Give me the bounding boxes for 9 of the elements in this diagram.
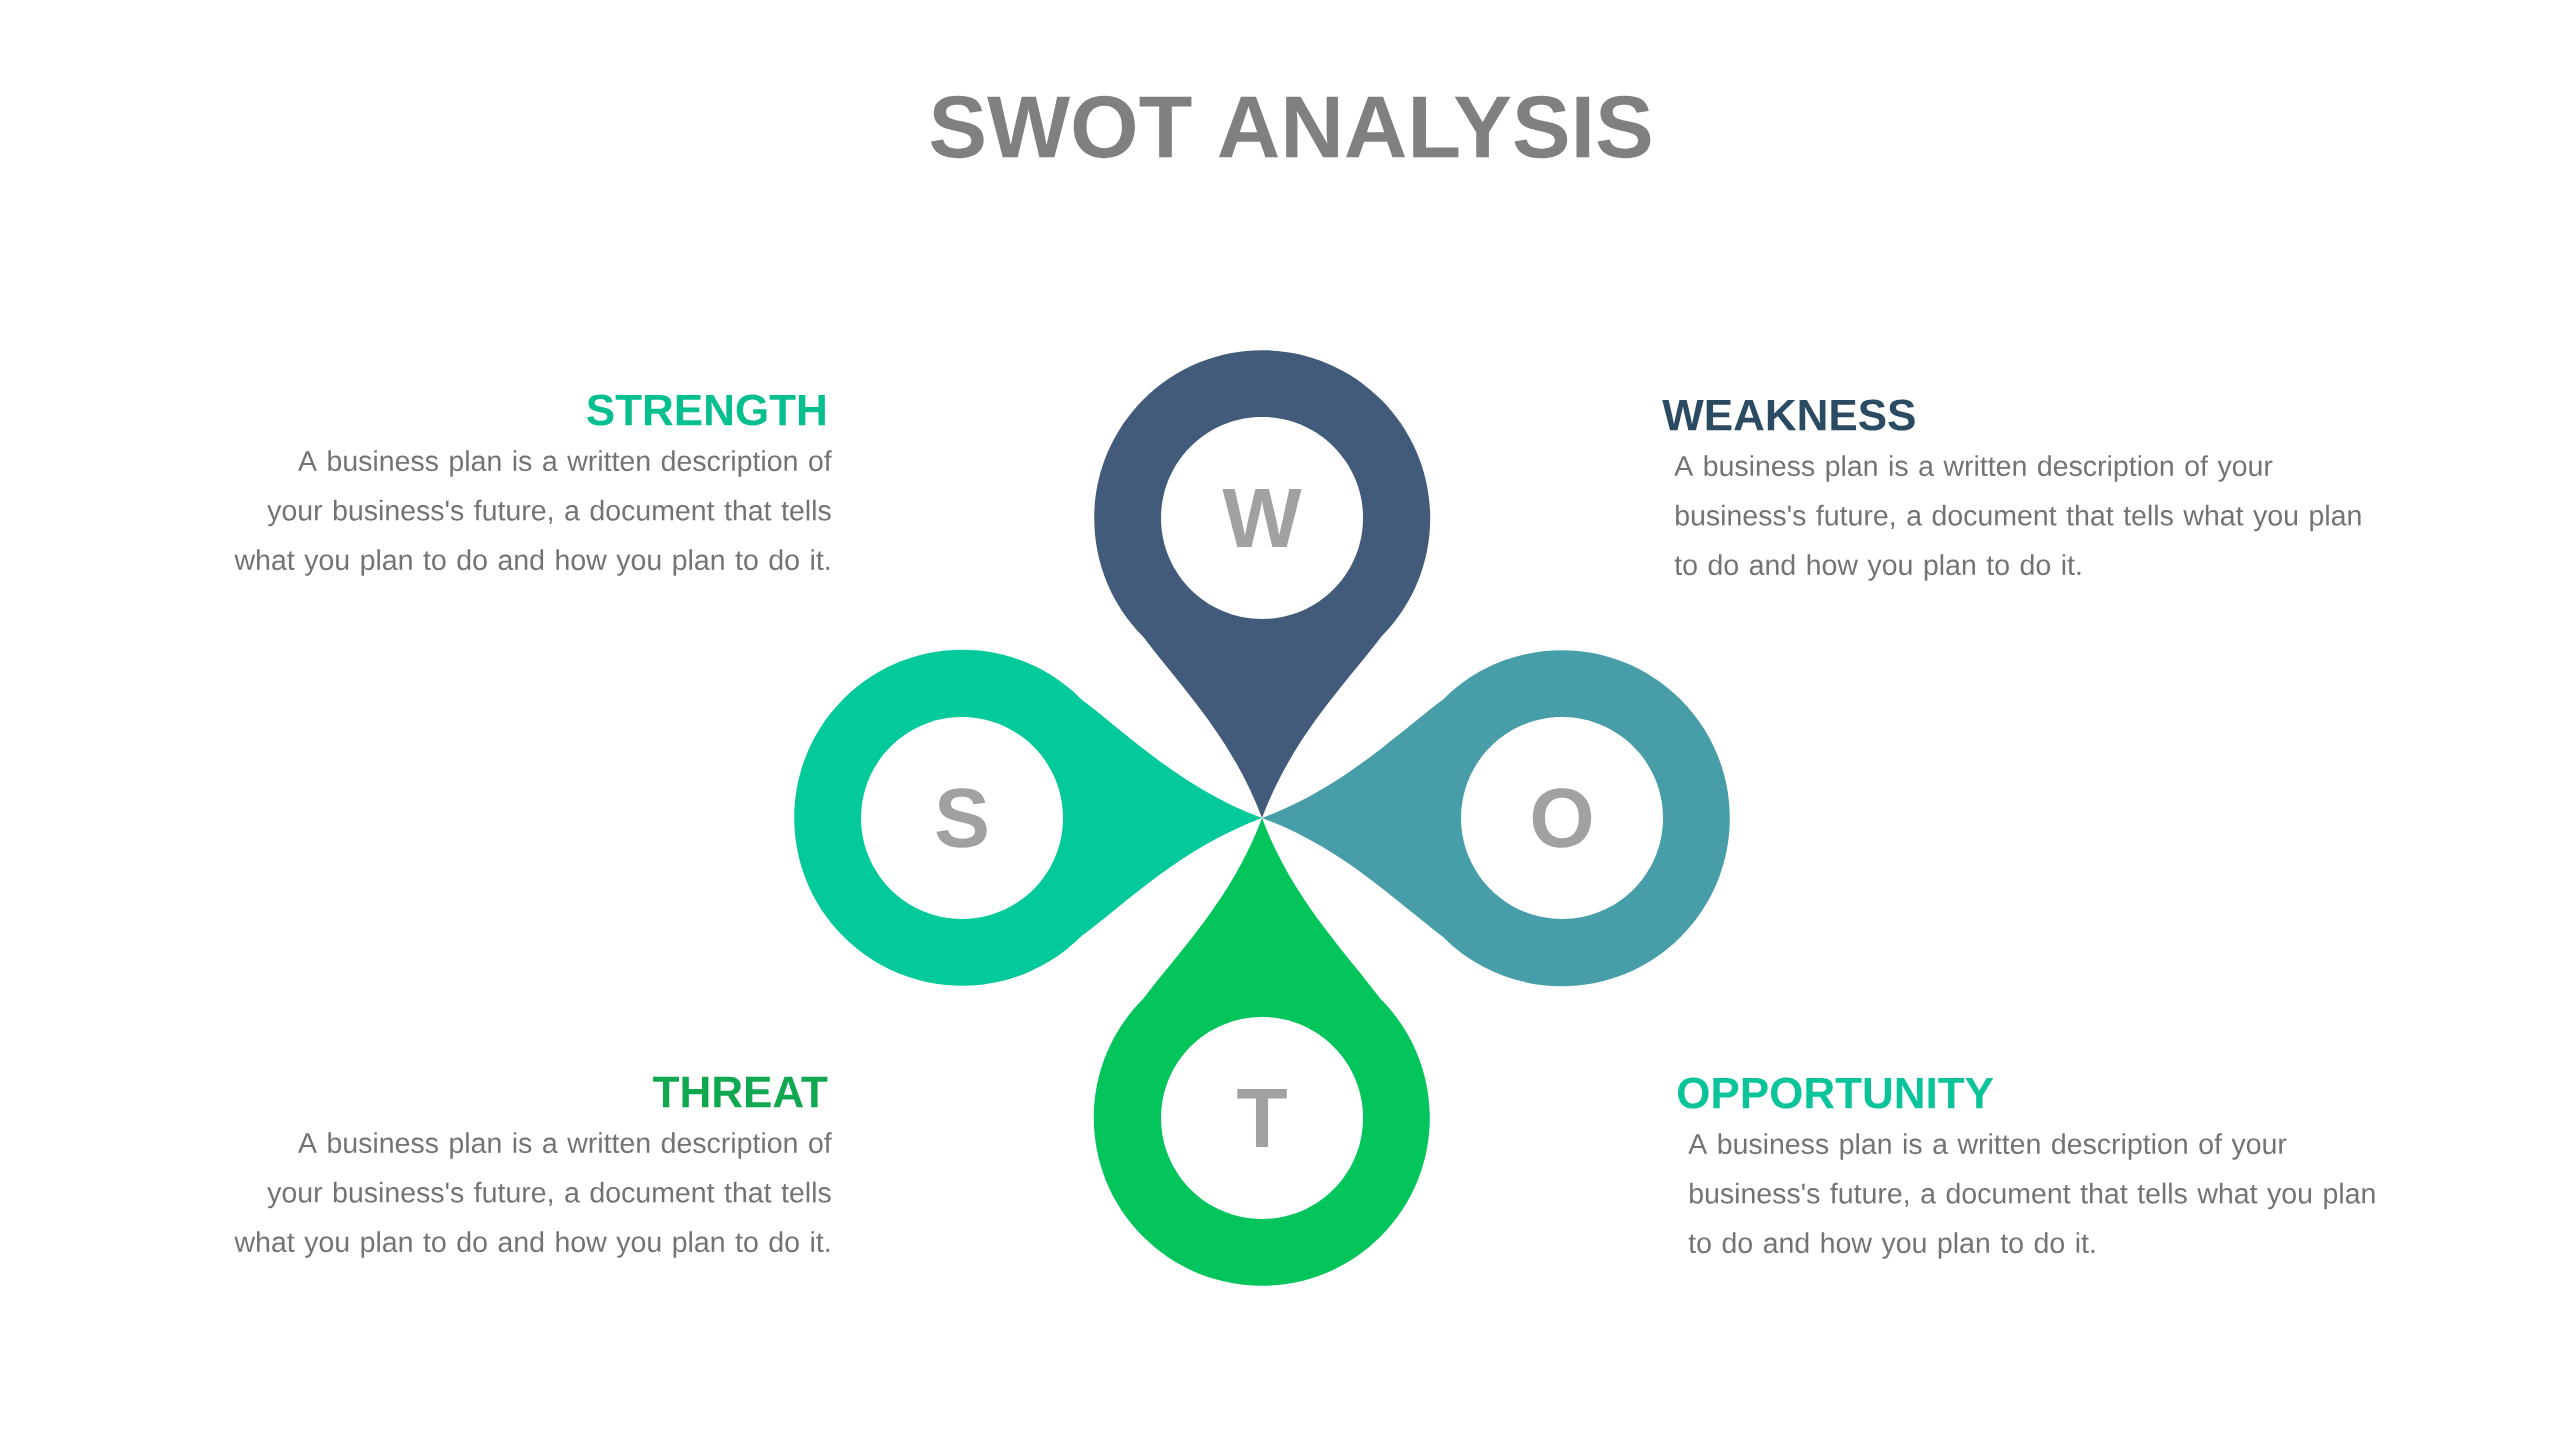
heading: STRENGTH — [587, 394, 825, 426]
description-text: A business plan is a written description of your business's future, a document that tells what you plan to do and how you plan to do it. — [1674, 455, 2361, 581]
description-text: A business plan is a written description of your business's future, a document that tells what you plan to do and how you plan to do it. — [1688, 1133, 2375, 1259]
description-text: A business plan is a written description of your business's future, a document that tells what you plan to do and how you plan to do it. — [234, 1132, 832, 1258]
title: SWOT ANALYSIS — [930, 95, 1651, 159]
heading: WEAKNESS — [1662, 399, 1915, 431]
heading: THREAT — [653, 1076, 828, 1108]
heading: OPPORTUNITY — [1678, 1077, 1994, 1109]
description-text: A business plan is a written description of your business's future, a document that tells what you plan to do and how you plan to do it. — [234, 450, 832, 576]
